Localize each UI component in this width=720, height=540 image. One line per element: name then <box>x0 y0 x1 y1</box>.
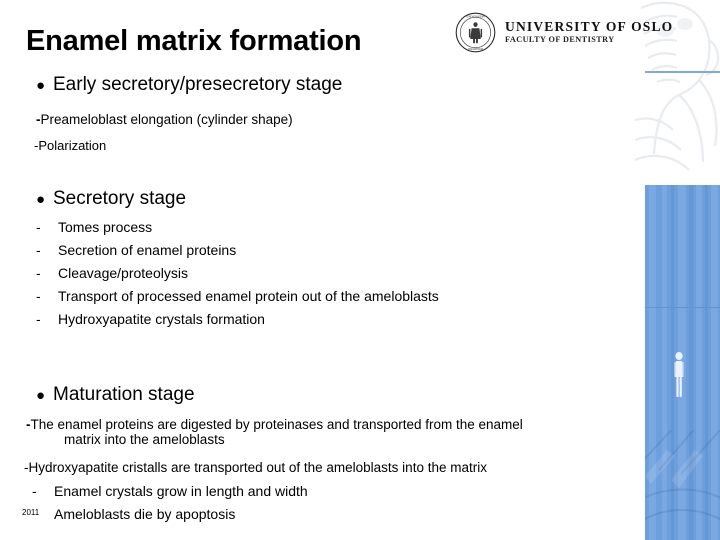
dash-marker: - <box>34 138 39 153</box>
list-item-label: Hydroxyapatite cristalls are transported… <box>28 460 487 475</box>
list-item: - Hydroxyapatite crystals formation <box>36 311 265 327</box>
right-decor-column <box>635 0 720 540</box>
dash-marker: - <box>36 112 41 127</box>
list-item-label: Preameloblast elongation (cylinder shape… <box>40 112 293 127</box>
dash-marker: - <box>36 242 41 258</box>
logo-secondary-text: FACULTY OF DENTISTRY <box>505 35 615 45</box>
list-item: - Tomes process <box>36 219 152 235</box>
dash-marker: - <box>36 265 41 281</box>
list-item-label: Secretion of enamel proteins <box>58 242 237 258</box>
panel-base-ornament <box>645 425 720 540</box>
blue-image-panel <box>645 185 720 540</box>
list-item-label: Ameloblasts die by apoptosis <box>54 506 236 522</box>
bullet-dot-icon: ● <box>36 191 46 208</box>
list-item: - Secretion of enamel proteins <box>36 242 236 258</box>
bullet-dot-icon: ● <box>36 387 46 404</box>
list-item: - Enamel crystals grow in length and wid… <box>32 483 308 499</box>
svg-text:UNIVERSITAS: UNIVERSITAS <box>466 16 485 19</box>
university-seal-icon: UNIVERSITAS OSLOENSIS <box>455 12 496 53</box>
list-item: -Hydroxyapatite cristalls are transporte… <box>24 460 487 475</box>
list-item: - Transport of processed enamel protein … <box>36 288 439 304</box>
list-item-label: Enamel crystals grow in length and width <box>54 483 308 499</box>
dash-marker: - <box>36 219 41 235</box>
section-heading-secretory: ● Secretory stage <box>36 188 186 210</box>
list-item-label-continued: matrix into the ameloblasts <box>64 432 225 447</box>
list-item-label: Polarization <box>38 138 107 153</box>
list-item: -The enamel proteins are digested by pro… <box>26 417 636 447</box>
dash-marker: - <box>24 460 29 475</box>
dash-marker: - <box>32 483 37 499</box>
list-item-label: Transport of processed enamel protein ou… <box>58 288 439 304</box>
year-marker: 2011 <box>22 508 40 517</box>
university-logo: UNIVERSITAS OSLOENSIS UNIVERSITY OF OSLO… <box>455 12 673 53</box>
list-item: - Cleavage/proteolysis <box>36 265 188 281</box>
section-heading-label: Early secretory/presecretory stage <box>53 74 343 95</box>
standing-person-icon <box>672 350 686 402</box>
svg-text:OSLOENSIS: OSLOENSIS <box>468 48 484 51</box>
page-title: Enamel matrix formation <box>26 25 362 57</box>
section-heading-maturation: ● Maturation stage <box>36 384 195 406</box>
list-item: -Polarization <box>34 138 106 153</box>
list-item: Ameloblasts die by apoptosis <box>32 506 235 522</box>
list-item-label: Tomes process <box>58 219 153 235</box>
list-item-label: The enamel proteins are digested by prot… <box>30 417 523 432</box>
section-heading-early-secretory: ● Early secretory/presecretory stage <box>36 74 342 96</box>
list-item-label: Cleavage/proteolysis <box>58 265 188 281</box>
list-item: -Preameloblast elongation (cylinder shap… <box>36 112 293 127</box>
list-item-label: Hydroxyapatite crystals formation <box>58 311 265 327</box>
dash-marker: - <box>36 288 41 304</box>
bullet-dot-icon: ● <box>36 77 46 94</box>
header-blue-rule <box>645 71 720 73</box>
section-heading-label: Secretory stage <box>53 188 187 209</box>
dash-marker: - <box>26 417 31 432</box>
logo-primary-text: UNIVERSITY OF OSLO <box>505 19 674 35</box>
dash-marker: - <box>36 311 41 327</box>
section-heading-label: Maturation stage <box>53 384 195 405</box>
